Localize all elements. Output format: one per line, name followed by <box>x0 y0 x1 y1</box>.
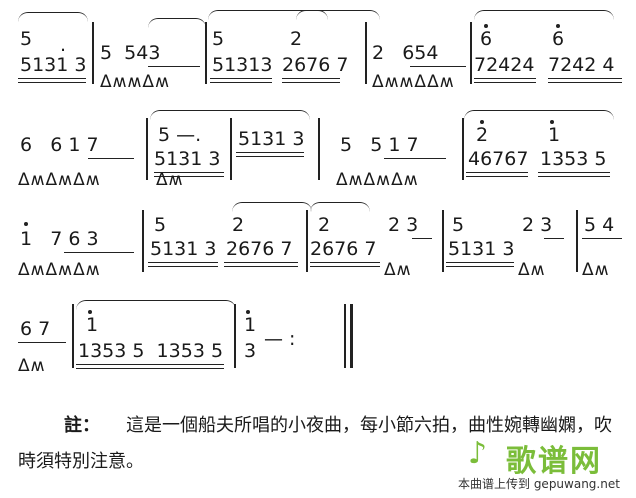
note-dot: . <box>60 34 67 56</box>
note-group: 5 543 <box>100 42 161 64</box>
slur <box>150 110 310 121</box>
slur <box>474 10 614 21</box>
note-group: 6 <box>552 28 565 50</box>
note-group: 5 —. <box>158 124 202 146</box>
drum-pattern: ΔʍΔʍΔʍ <box>18 170 101 190</box>
slur <box>296 10 380 21</box>
slur <box>148 18 206 29</box>
watermark-brand: 歌谱网 <box>506 444 602 479</box>
note-group: 5 4 <box>584 214 615 236</box>
note-group: 46767 <box>468 148 529 170</box>
note-group: 2676 7 <box>310 238 377 260</box>
note-group: 5131 3 <box>448 238 515 260</box>
slur <box>18 12 88 23</box>
note-group: 1 <box>86 314 99 336</box>
slur <box>310 202 370 213</box>
note-group: 1353 5 1353 5 <box>78 340 224 362</box>
drum-pattern: ΔʍʍΔΔʍ <box>372 72 455 92</box>
note-group: 3 <box>244 340 257 362</box>
final-barline <box>350 304 353 368</box>
note-group: — : <box>264 328 296 350</box>
note-group: 6 7 <box>20 318 51 340</box>
note-group: 2 <box>232 214 245 236</box>
note-group: 5 5 1 7 <box>340 134 419 156</box>
note-group: 5 <box>154 214 167 236</box>
note-group: 2676 7 <box>226 238 293 260</box>
drum-pattern: Δʍ <box>518 260 546 280</box>
drum-pattern: ΔʍΔʍΔʍ <box>18 260 101 280</box>
footnote-text: 這是一個船夫所唱的小夜曲，每小節六拍，曲性婉轉幽嫻，吹時須特別注意。 <box>18 415 612 472</box>
score-row-4: 6 7 1 1353 5 1353 5 1 3 — : Δʍ <box>0 296 636 376</box>
note-group: 6 6 1 7 <box>20 134 99 156</box>
note-group: 2 654 <box>372 42 439 64</box>
score-row-3: 1 7 6 3 5 5131 3 2 2676 7 2 2676 7 2 3 5… <box>0 200 636 280</box>
note-group: 2676 7 <box>282 54 349 76</box>
note-group: 1 7 6 3 <box>20 228 99 250</box>
note-group: 5131 3 <box>238 128 305 150</box>
note-group: 1 <box>244 314 257 336</box>
drum-pattern: Δʍ <box>156 170 184 190</box>
score-row-2: 6 6 1 7 5 —. 5131 3 5131 3 5 5 1 7 2 467… <box>0 106 636 190</box>
note-group: 2 <box>290 28 303 50</box>
note-group: 5 <box>452 214 465 236</box>
drum-pattern: ΔʍΔʍΔʍ <box>336 170 419 190</box>
drum-pattern: Δʍ <box>18 356 46 376</box>
slur <box>232 202 312 213</box>
note-group: 72424 <box>474 54 535 76</box>
note-group: 5131 3 <box>150 238 217 260</box>
watermark: ♪ 歌谱网 本曲谱上传到 gepuwang.net <box>458 434 628 494</box>
footnote: 註：這是一個船夫所唱的小夜曲，每小節六拍，曲性婉轉幽嫻，吹時須特別注意。 <box>18 408 628 480</box>
music-note-icon: ♪ <box>468 436 488 471</box>
score-area: 5 . 5131 3 5 543 5 51313 2 2676 7 2 654 … <box>0 8 636 376</box>
note-group: 1353 5 <box>540 148 607 170</box>
score-row-1: 5 . 5131 3 5 543 5 51313 2 2676 7 2 654 … <box>0 8 636 92</box>
note-group: 6 <box>480 28 493 50</box>
note-group: 2 <box>318 214 331 236</box>
drum-pattern: Δʍ <box>582 260 610 280</box>
note-group: 7242 4 <box>548 54 615 76</box>
note-group: 2 <box>476 124 489 146</box>
note-group: 5131 3 <box>20 54 87 76</box>
drum-pattern: Δʍ <box>384 260 412 280</box>
slur <box>76 300 236 311</box>
note-group: 5 <box>20 28 33 50</box>
note-group: 2 3 <box>388 214 419 236</box>
footnote-label: 註： <box>64 415 100 436</box>
drum-pattern: ΔʍʍΔʍ <box>100 72 170 92</box>
note-group: 2 3 <box>522 214 553 236</box>
slur <box>464 110 614 121</box>
watermark-url: 本曲谱上传到 gepuwang.net <box>458 477 620 491</box>
slur <box>208 10 328 21</box>
note-group: 5 <box>212 28 225 50</box>
note-group: 51313 <box>212 54 273 76</box>
note-group: 1 <box>548 124 561 146</box>
note-group: 5131 3 <box>154 148 221 170</box>
